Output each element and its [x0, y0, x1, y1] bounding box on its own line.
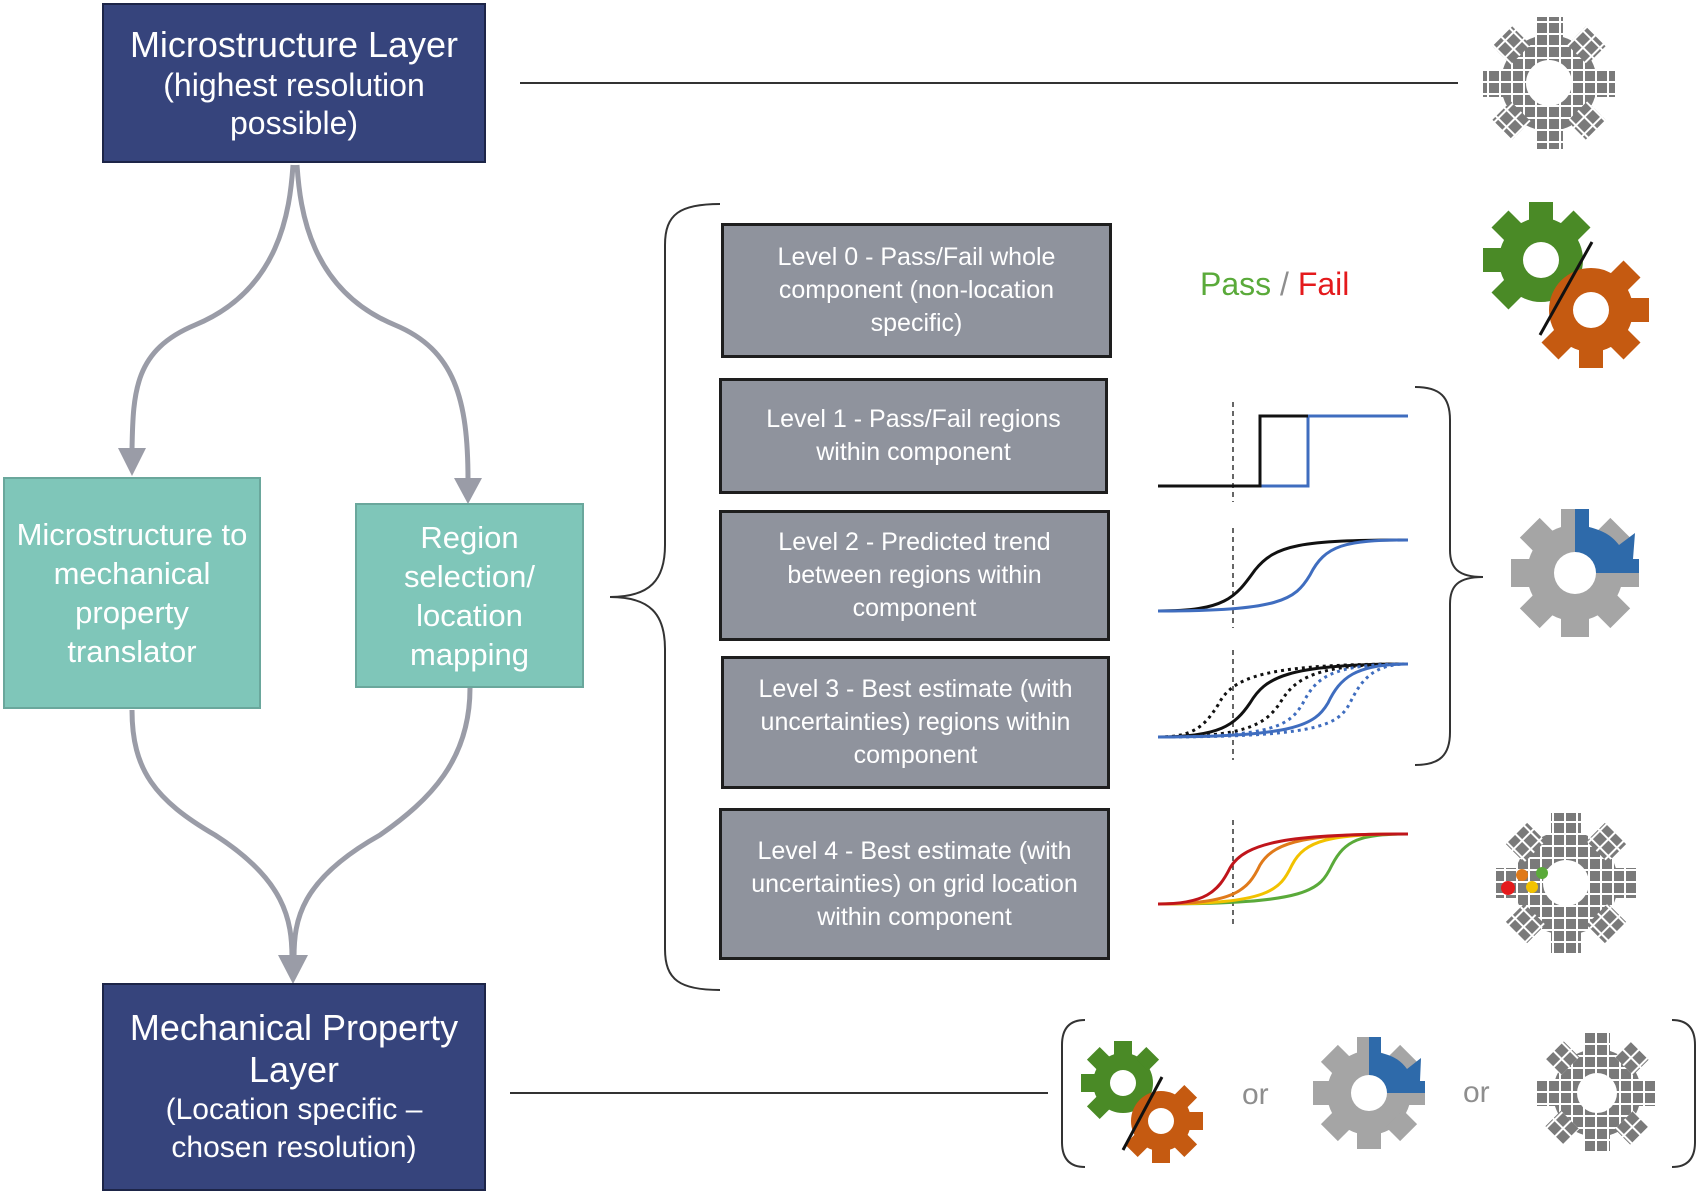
curve-black-lower — [1157, 662, 1409, 739]
pass-fail-label: Pass / Fail — [1200, 266, 1349, 303]
level-4-label: Level 4 - Best estimate (with uncertaint… — [751, 836, 1078, 931]
curve-blue-upper — [1157, 662, 1409, 739]
level-3-label: Level 3 - Best estimate (with uncertaint… — [758, 675, 1073, 769]
microstructure-layer-box: Microstructure Layer (highest resolution… — [102, 3, 486, 163]
arrow-top-to-left — [129, 164, 296, 451]
arrow-head-right — [454, 478, 482, 504]
options-left-bracket — [1061, 1019, 1086, 1168]
curve-red — [1157, 832, 1409, 906]
split-pass-fail-gear-icon — [1483, 202, 1649, 368]
flow-arrows — [129, 164, 473, 959]
arrow-top-to-right — [294, 164, 471, 481]
option-grid-gear-icon — [1537, 1033, 1657, 1153]
mechanical-property-layer-box: Mechanical Property Layer (Location spec… — [102, 983, 486, 1191]
curve-black-upper — [1157, 662, 1409, 739]
grid-gear-with-dots-icon — [1496, 813, 1636, 953]
level-4-box: Level 4 - Best estimate (with uncertaint… — [719, 808, 1110, 960]
pass-text: Pass — [1200, 266, 1272, 302]
mechanical-property-layer-subtitle: (Location specific – chosen resolution) — [165, 1093, 423, 1164]
level-1-step-plot — [1158, 402, 1408, 502]
level-3-uncertainty-plot — [1157, 650, 1409, 760]
translator-label: Microstructure to mechanical property tr… — [16, 517, 248, 669]
curve-black — [1157, 538, 1409, 613]
level-1-box: Level 1 - Pass/Fail regions within compo… — [719, 378, 1108, 494]
level-1-label: Level 1 - Pass/Fail regions within compo… — [766, 405, 1061, 466]
fail-text: Fail — [1297, 266, 1350, 302]
microstructure-layer-title: Microstructure Layer — [129, 24, 459, 65]
curve-orange — [1157, 832, 1409, 906]
curve-blue-mid — [1157, 662, 1409, 739]
arrow-right-to-bottom — [291, 687, 473, 959]
step-curve-black — [1158, 414, 1308, 488]
arrow-left-to-bottom — [129, 709, 295, 959]
level-2-label: Level 2 - Predicted trend between region… — [778, 528, 1051, 622]
curve-blue — [1157, 538, 1409, 613]
arrow-head-left — [118, 448, 146, 476]
curve-green — [1157, 832, 1409, 906]
levels-left-brace — [609, 203, 721, 991]
region-selection-label: Region selection/ location mapping — [404, 519, 535, 672]
step-curve-blue — [1260, 414, 1408, 488]
microstructure-layer-subtitle: (highest resolution possible) — [163, 67, 425, 141]
level-2-box: Level 2 - Predicted trend between region… — [719, 510, 1110, 641]
option-split-gear-icon — [1081, 1041, 1203, 1163]
level-0-label: Level 0 - Pass/Fail whole component (non… — [777, 243, 1056, 337]
option-region-gear-icon — [1313, 1037, 1425, 1149]
grid-gear-icon — [1483, 17, 1615, 149]
slash-text: / — [1271, 266, 1298, 302]
or-label-2: or — [1463, 1076, 1490, 1109]
curve-black-mid — [1157, 662, 1409, 739]
region-selection-box: Region selection/ location mapping — [355, 503, 584, 688]
level-2-trend-plot — [1157, 528, 1409, 628]
translator-box: Microstructure to mechanical property tr… — [3, 477, 261, 709]
or-label-1: or — [1242, 1078, 1269, 1111]
options-right-bracket — [1671, 1019, 1696, 1168]
arrow-heads — [118, 448, 482, 984]
levels-right-brace — [1414, 386, 1484, 766]
mechanical-property-layer-title: Mechanical Property Layer — [129, 1007, 459, 1090]
arrow-head-bottom — [278, 955, 308, 984]
level-3-box: Level 3 - Best estimate (with uncertaint… — [721, 656, 1110, 789]
region-gear-icon — [1511, 509, 1639, 637]
level-0-box: Level 0 - Pass/Fail whole component (non… — [721, 223, 1112, 358]
level-4-grid-estimate-plot — [1157, 820, 1409, 925]
